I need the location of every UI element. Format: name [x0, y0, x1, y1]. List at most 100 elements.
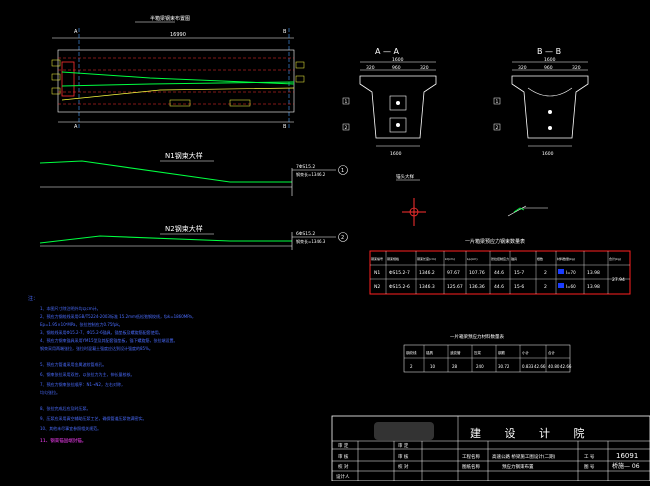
- mt-h-5: 小计: [522, 350, 530, 355]
- mt-c-4: 30.72: [498, 364, 510, 369]
- mt-h-0: 钢绞线: [406, 350, 417, 355]
- note-1: 1、本图尺寸除注明外均以cm计。: [40, 305, 101, 311]
- tt-r1-c8: I=60: [566, 284, 576, 289]
- tt-r1-c2: 1346.3: [419, 284, 435, 290]
- scale-label: 工 号: [584, 454, 595, 460]
- note-10: 10、其他未尽事宜参照相关规范。: [40, 425, 101, 431]
- drawing-label: 图纸名称: [462, 463, 480, 470]
- n1-title: N1钢束大样: [165, 151, 203, 160]
- sec-a-row-1: 1: [345, 99, 348, 105]
- note-3: 3、钢绞线采用Φ15.2-7、Φ15.2-6锚具，锚垫板及螺旋筋配套使用。: [40, 329, 163, 335]
- sec-a-dim-2: 960: [392, 65, 401, 71]
- mt-c-3: 240: [476, 364, 484, 369]
- tb-row-label-2b: 校 对: [398, 463, 409, 470]
- tt-r0-c0: N1: [374, 270, 380, 276]
- tt-r1-c5: 44.6: [494, 284, 504, 290]
- note-2: 2、预应力钢绞线采用GB/T5224-2003标准 15.2mm低松弛钢绞线，f…: [40, 313, 196, 319]
- sec-a-dim-bottom: 1600: [390, 151, 402, 157]
- tt-r0-c7: 2: [544, 270, 547, 276]
- tt-r1-c1: ΦS15.2-6: [389, 284, 410, 290]
- n2-length: 钢束长=1346.3: [296, 238, 326, 244]
- section-b-label: B — B: [537, 47, 561, 56]
- tt-r0-c3: 97.67: [447, 270, 460, 276]
- tt-total: 27.94: [612, 277, 625, 283]
- drawing-value: 预应力钢束布置: [502, 463, 534, 470]
- tt-r0-c4: 107.76: [469, 270, 485, 276]
- n2-mark: 2: [341, 235, 344, 241]
- tb-row-label-0b: 审 定: [398, 442, 409, 449]
- plan-title: 半箱梁钢束布置图: [150, 15, 190, 22]
- note-5: 5、预应力管道采用金属波纹管成孔。: [40, 361, 107, 367]
- cut-b-bottom: B: [283, 124, 287, 130]
- cut-a-top: A: [74, 29, 78, 35]
- material-table-title: 一片箱梁预应力材料数量表: [450, 333, 504, 340]
- section-b-b: B — B 1600 320 960 320 1600 1 2: [493, 47, 589, 157]
- tt-h-7: 根数: [537, 256, 543, 261]
- note-8: 8、张拉完成后应及时压浆。: [40, 405, 91, 411]
- mt-h-2: 波纹管: [450, 350, 461, 355]
- tt-h-3: Lt(cm): [445, 257, 455, 261]
- project-value: 高速公路 桥梁施工图设计(二期): [492, 453, 556, 460]
- tb-row-label-3: 设计人: [336, 473, 350, 480]
- tt-h-6: 锚具: [511, 256, 517, 261]
- tt-r1-c6: 15-6: [514, 284, 524, 290]
- tt-h-8: 材料数量(kg): [557, 256, 575, 261]
- sec-b-dim-2: 960: [544, 65, 553, 71]
- tb-row-label-1b: 审 核: [398, 453, 409, 460]
- mt-c-2: 28: [452, 364, 458, 369]
- project-label: 工程名称: [462, 453, 480, 460]
- note-6: 6、钢束张拉采用双控，以张拉力为主，伸长量校核。: [40, 371, 135, 377]
- mt-c-7: 40.80: [548, 364, 560, 369]
- tb-row-label-1: 审 核: [338, 453, 349, 460]
- tt-r1-c9: 13.98: [587, 284, 600, 290]
- tt-r0-c9: 13.98: [587, 270, 600, 276]
- section-a-a: A — A 1600 320 960 320 1600 1 2: [342, 47, 437, 157]
- sec-a-dim-top: 1600: [392, 57, 404, 63]
- sec-b-dim-top: 1600: [544, 57, 556, 63]
- n2-tag: 6ΦS15.2: [296, 231, 315, 237]
- scale-value: 16091: [616, 452, 638, 460]
- mt-h-3: 压浆: [474, 350, 482, 355]
- tb-row-label-2: 校 对: [338, 463, 349, 470]
- mt-h-4: 钢筋: [498, 350, 506, 355]
- mt-c-5: 0.833: [522, 364, 534, 369]
- tb-row-label-0: 审 定: [338, 442, 349, 449]
- sec-b-dim-1: 320: [518, 65, 527, 71]
- tt-r0-c5: 44.6: [494, 270, 504, 276]
- notes-heading: 注：: [28, 295, 38, 302]
- cut-b-top: B: [283, 29, 287, 35]
- sec-a-row-2: 2: [345, 125, 348, 131]
- note-4b: 钢束采用两端张拉，张拉时混凝土强度应达到设计强度的85%。: [40, 345, 153, 351]
- cut-a-bottom: A: [74, 124, 78, 130]
- sec-b-dim-3: 320: [572, 65, 581, 71]
- tt-r0-c6: 15-7: [514, 270, 524, 276]
- tt-h-0: 钢束编号: [371, 256, 383, 261]
- tt-h-1: 钢束规格: [387, 256, 399, 261]
- tt-r0-c8: I=70: [566, 270, 576, 275]
- tendon-table-title: 一片箱梁预应力钢束数量表: [465, 238, 525, 245]
- plan-view: 半箱梁钢束布置图 16990 A A B B: [51, 15, 305, 130]
- mt-c-8: 42.66: [560, 364, 572, 369]
- n2-tendon-detail: N2钢束大样 6ΦS15.2 钢束长=1346.3 2: [39, 224, 348, 250]
- mt-h-1: 锚具: [426, 350, 434, 355]
- sec-a-dim-1: 320: [366, 65, 375, 71]
- note-7b: 均匀张拉。: [40, 389, 60, 395]
- tt-r1-c3: 125.67: [447, 284, 463, 290]
- tt-r1-c7: 2: [544, 284, 547, 290]
- title-block: 建 设 计 院 审 定 审 核 校 对 设计人 审 定 审 核 校 对 工程名称…: [331, 415, 650, 482]
- mt-c-6: 42.66: [534, 364, 546, 369]
- n1-tendon-detail: N1钢束大样 7ΦS15.2 钢束长=1346.2 1: [39, 151, 348, 196]
- sec-a-dim-3: 320: [420, 65, 429, 71]
- n1-mark: 1: [341, 168, 344, 174]
- material-table: 一片箱梁预应力材料数量表 钢绞线 锚具 波纹管 压浆 钢筋 小计 合计 2 10…: [403, 333, 572, 373]
- no-label: 图 号: [584, 464, 595, 470]
- notes: 注： 1、本图尺寸除注明外均以cm计。 2、预应力钢绞线采用GB/T5224-2…: [28, 295, 196, 444]
- tt-r1-c4: 136.36: [469, 284, 485, 290]
- n2-title: N2钢束大样: [165, 224, 203, 233]
- mt-h-6: 合计: [548, 350, 556, 355]
- section-a-label: A — A: [375, 47, 400, 56]
- note-9: 9、压浆应采用真空辅助压浆工艺，确保管道压浆饱满密实。: [40, 415, 147, 421]
- n1-length: 钢束长=1346.2: [296, 171, 326, 177]
